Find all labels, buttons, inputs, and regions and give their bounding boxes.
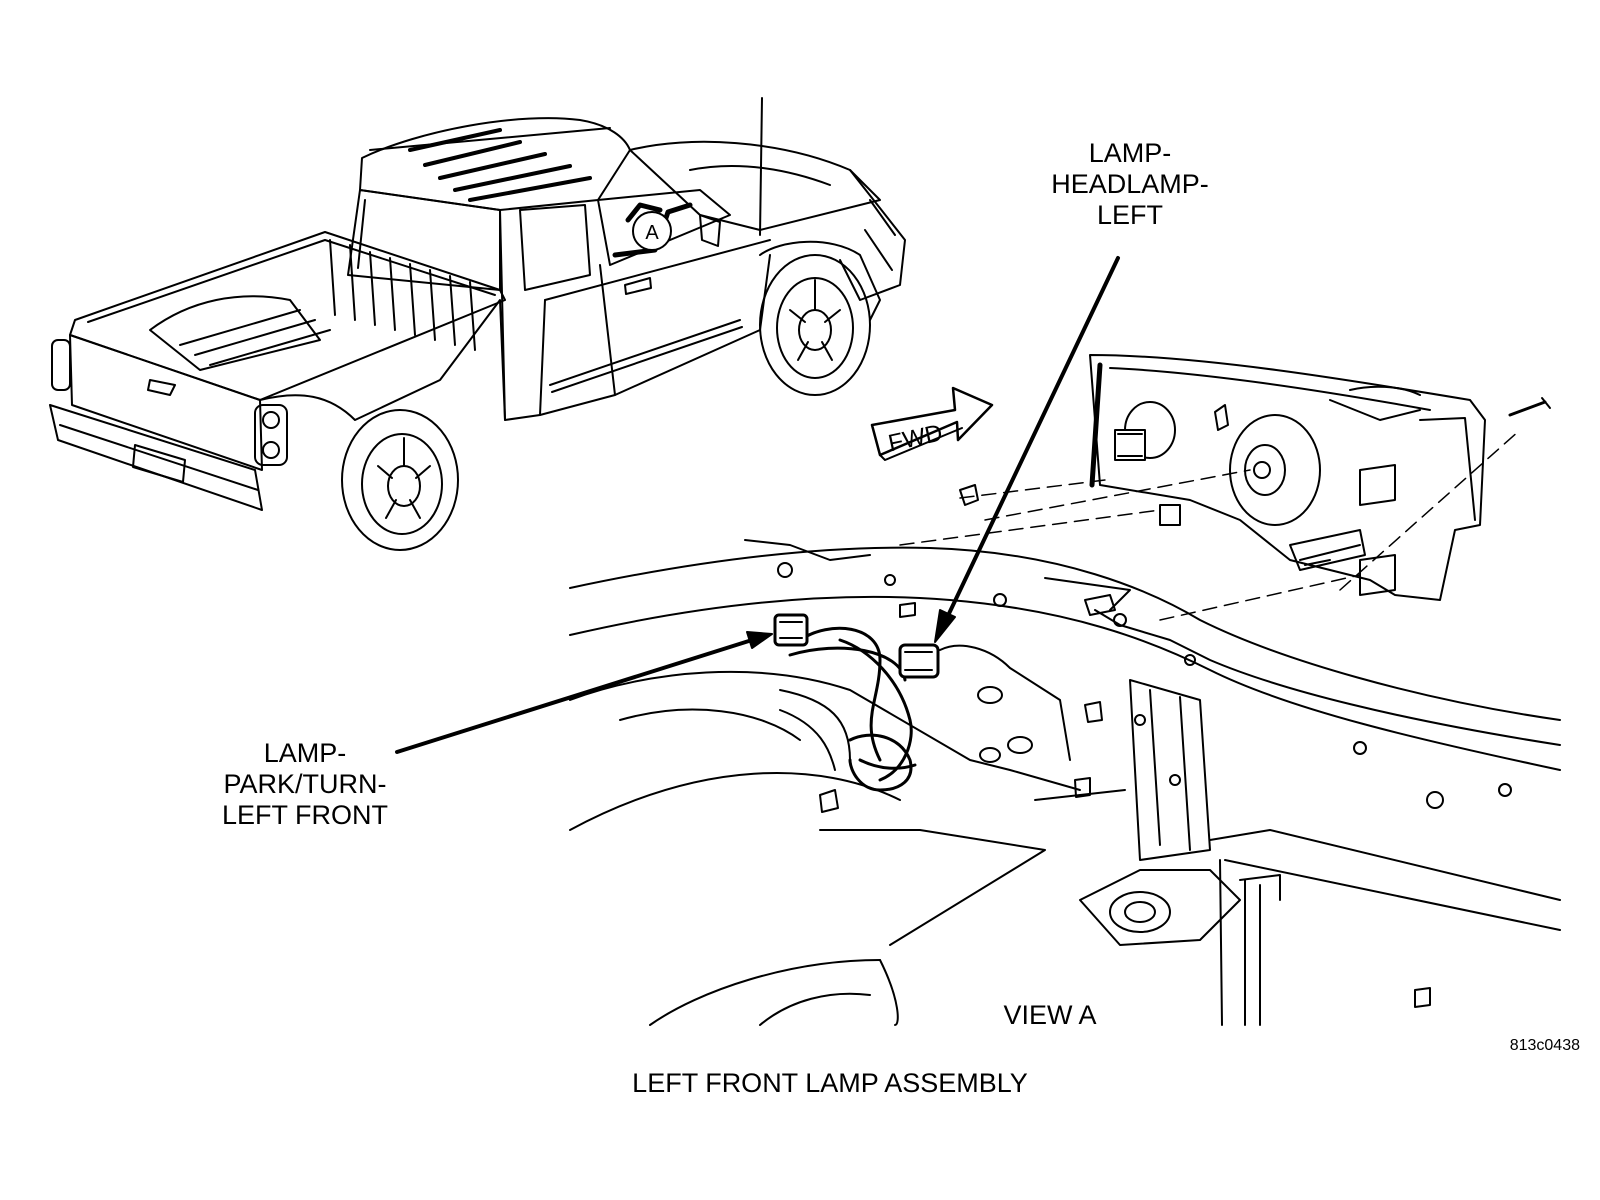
view-a-marker: A	[632, 211, 672, 251]
headlamp-label-line-3: LEFT	[1096, 200, 1163, 230]
headlamp-leader-arrow	[934, 256, 1120, 643]
park-turn-leader-arrow	[395, 631, 773, 754]
pickup-truck	[49, 97, 906, 551]
park-turn-label-line-3: LEFT FRONT	[221, 800, 388, 830]
figure-caption: LEFT FRONT LAMP ASSEMBLY	[632, 1068, 1028, 1098]
figure-code: 813c0438	[1509, 1037, 1580, 1054]
view-a-marker-letter: A	[645, 222, 659, 244]
headlamp-label-line-2: HEADLAMP-	[1051, 169, 1209, 199]
front-structure	[569, 539, 1561, 1026]
headlamp-housing	[899, 354, 1551, 621]
headlamp-label: LAMP- HEADLAMP- LEFT	[1030, 138, 1230, 231]
fwd-label: FWD	[886, 420, 945, 458]
park-turn-label-line-2: PARK/TURN-	[223, 769, 387, 799]
park-turn-label-line-1: LAMP-	[263, 738, 347, 768]
park-turn-label: LAMP- PARK/TURN- LEFT FRONT	[200, 738, 410, 831]
headlamp-label-line-1: LAMP-	[1088, 138, 1172, 168]
view-a-label: VIEW A	[1003, 1000, 1097, 1030]
fwd-arrow: FWD	[870, 386, 994, 461]
